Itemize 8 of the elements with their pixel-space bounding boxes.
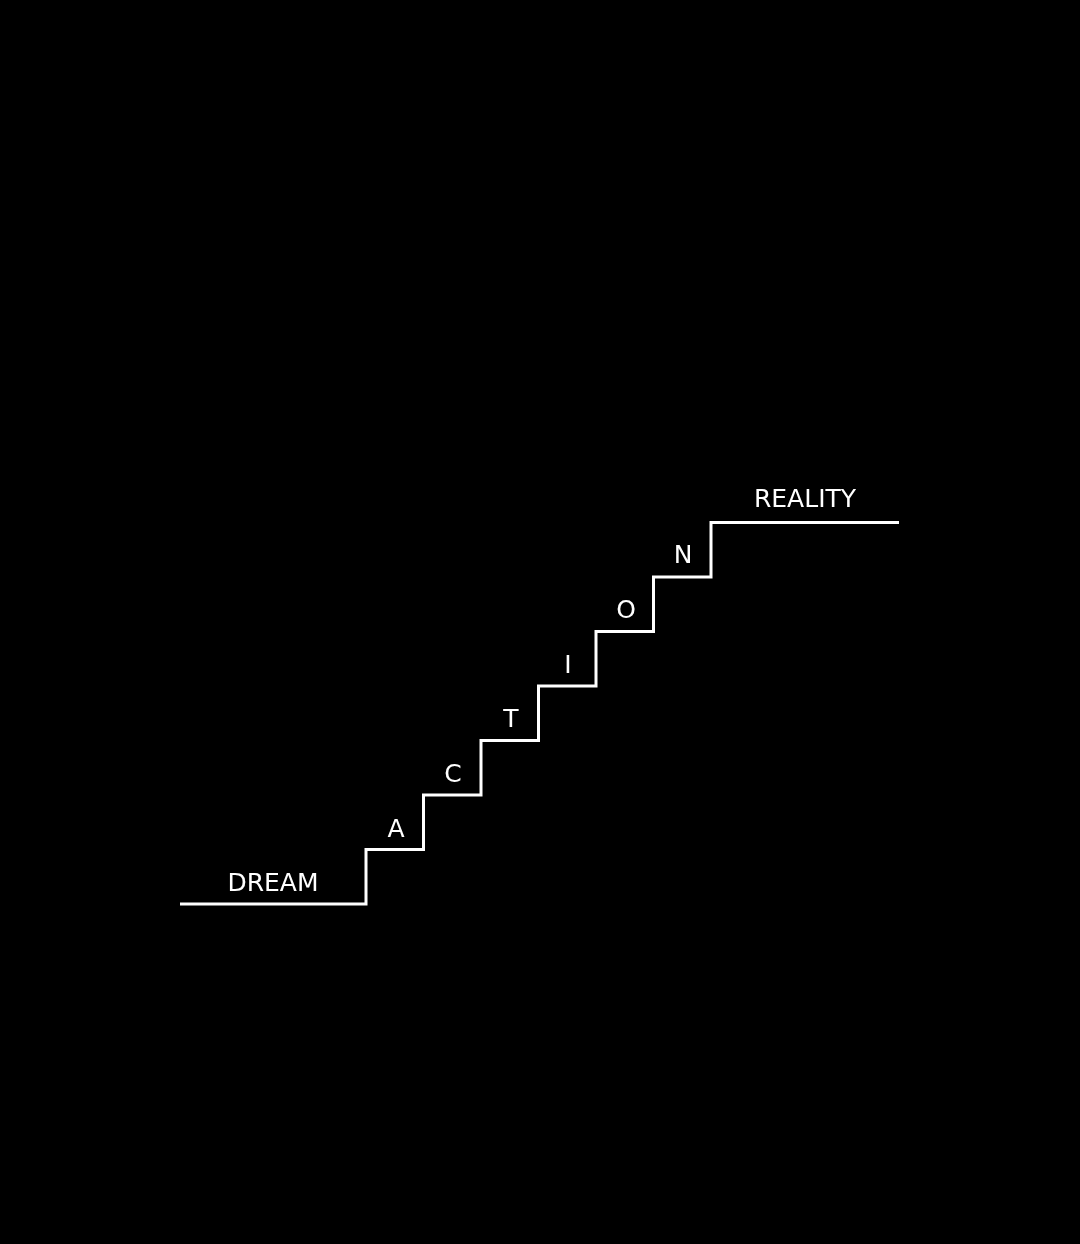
step-letter: T (503, 705, 519, 731)
step-letter: O (616, 596, 636, 622)
step-letter: A (387, 815, 405, 841)
step-label: REALITY (753, 485, 857, 511)
step-letter: N (673, 541, 693, 567)
step-letter: I (564, 651, 572, 677)
step-label: DREAM (227, 869, 319, 895)
step-letter: C (444, 760, 462, 786)
